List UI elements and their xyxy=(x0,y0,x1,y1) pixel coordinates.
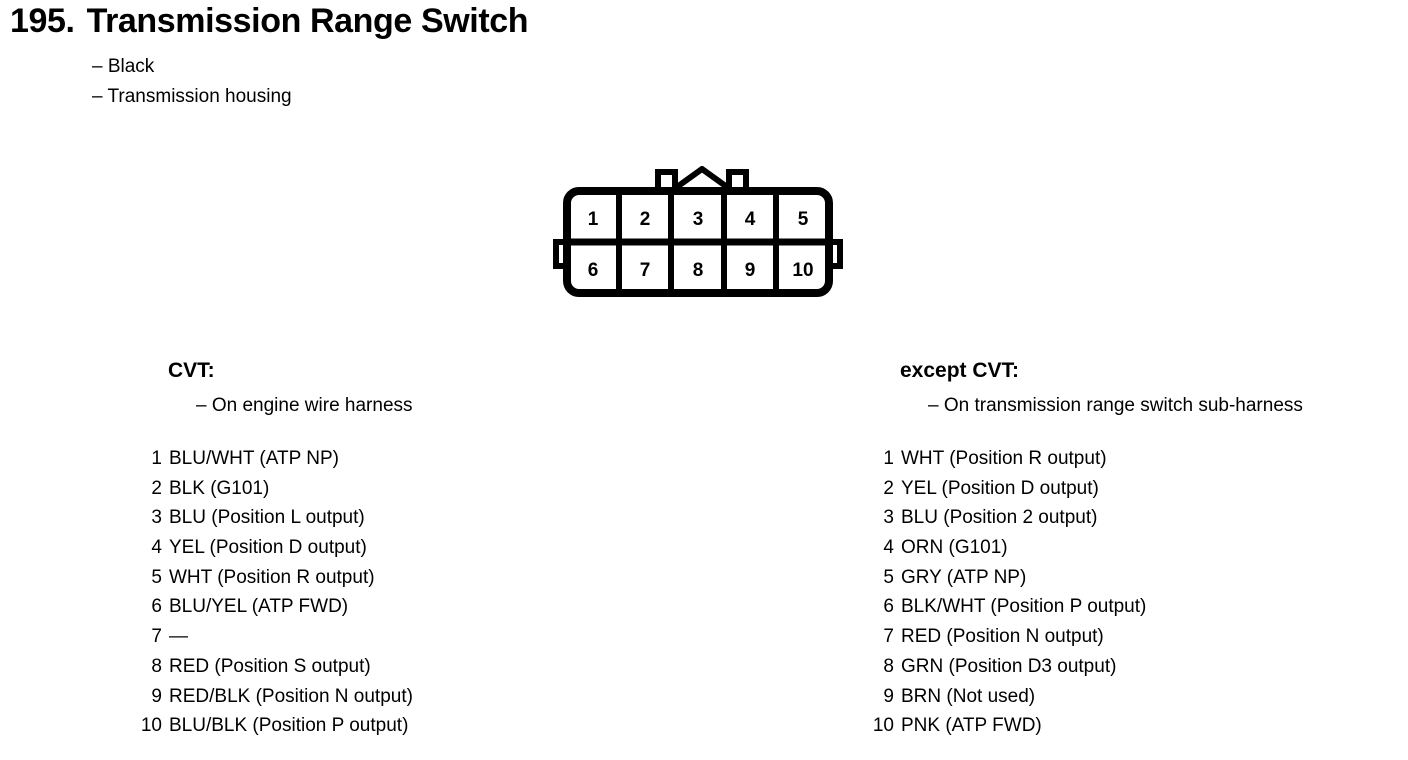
pin-description: BLK/WHT (Position P output) xyxy=(901,596,1147,618)
pin-number: 1 xyxy=(151,448,162,469)
connector-pin-2: 2 xyxy=(640,209,651,230)
pin-number: 3 xyxy=(151,507,162,529)
connector-pin-1: 1 xyxy=(588,209,599,230)
pin-description: BLU/WHT (ATP NP) xyxy=(169,448,339,469)
connector-diagram: 1 2 3 4 5 6 7 8 9 10 xyxy=(548,166,848,298)
pin-row: 2 YEL (Position D output) xyxy=(864,478,1303,508)
pin-number: 1 xyxy=(883,448,894,469)
pin-description: BRN (Not used) xyxy=(901,685,1036,707)
pin-number: 10 xyxy=(140,715,162,737)
pin-description: ORN (G101) xyxy=(901,537,1008,559)
connector-pin-8: 8 xyxy=(693,260,704,281)
pin-number: 8 xyxy=(883,655,894,677)
pin-row: 1 BLU/WHT (ATP NP) xyxy=(132,448,413,478)
pin-row: 3 BLU (Position L output) xyxy=(132,507,413,537)
pin-row: 9 BRN (Not used) xyxy=(864,686,1303,716)
pin-description: WHT (Position R output) xyxy=(169,566,375,588)
pin-description: BLU/YEL (ATP FWD) xyxy=(169,596,349,618)
pin-row: 1 WHT (Position R output) xyxy=(864,448,1303,478)
pin-row: 7— xyxy=(132,626,413,656)
connector-pin-10: 10 xyxy=(792,260,813,281)
pin-description: GRN (Position D3 output) xyxy=(901,655,1117,677)
pin-row: 6 BLU/YEL (ATP FWD) xyxy=(132,596,413,626)
pin-number: 2 xyxy=(151,477,162,499)
pin-description: — xyxy=(169,626,188,648)
pin-number: 3 xyxy=(883,507,894,529)
column-subtitle-except-cvt: – On transmission range switch sub-harne… xyxy=(928,395,1303,416)
pin-number: 7 xyxy=(151,626,162,648)
connector-pin-4: 4 xyxy=(745,209,756,230)
pin-description: RED/BLK (Position N output) xyxy=(169,685,413,707)
pin-number: 5 xyxy=(151,566,162,588)
pin-row: 7 RED (Position N output) xyxy=(864,626,1303,656)
pin-row: 4 YEL (Position D output) xyxy=(132,537,413,567)
pin-number: 6 xyxy=(883,596,894,618)
pin-number: 4 xyxy=(883,537,894,559)
header-notes: – Black – Transmission housing xyxy=(92,52,292,112)
connector-top-peak xyxy=(668,166,736,195)
header-note-1: – Transmission housing xyxy=(92,86,292,107)
pin-row: 5 GRY (ATP NP) xyxy=(864,567,1303,597)
pinout-column-cvt: CVT: – On engine wire harness 1 BLU/WHT (… xyxy=(141,358,413,745)
pin-description: GRY (ATP NP) xyxy=(901,566,1027,588)
pin-description: RED (Position N output) xyxy=(901,626,1104,648)
column-heading-except-cvt: except CVT: xyxy=(900,359,1020,382)
pin-description: BLK (G101) xyxy=(169,477,270,499)
pin-row: 6 BLK/WHT (Position P output) xyxy=(864,596,1303,626)
pin-row: 9 RED/BLK (Position N output) xyxy=(132,686,413,716)
pin-number: 5 xyxy=(883,566,894,588)
pin-description: BLU (Position L output) xyxy=(169,507,365,529)
pin-number: 6 xyxy=(151,596,162,618)
pin-row: 2 BLK (G101) xyxy=(132,478,413,508)
pin-description: BLU (Position 2 output) xyxy=(901,507,1098,529)
connector-pin-5: 5 xyxy=(798,209,809,230)
pin-row: 10 BLU/BLK (Position P output) xyxy=(132,715,413,745)
pin-row: 5 WHT (Position R output) xyxy=(132,567,413,597)
pin-number: 7 xyxy=(883,626,894,648)
pin-number: 2 xyxy=(883,477,894,499)
page-title-text: Transmission Range Switch xyxy=(86,2,529,40)
pin-list-cvt: 1 BLU/WHT (ATP NP) 2 BLK (G101) 3 BLU (Posi… xyxy=(132,448,413,745)
column-subtitle-cvt: – On engine wire harness xyxy=(196,395,413,416)
pin-number: 9 xyxy=(883,685,894,707)
connector-pin-3: 3 xyxy=(693,209,704,230)
connector-pin-6: 6 xyxy=(588,260,599,281)
pin-description: PNK (ATP FWD) xyxy=(901,715,1042,737)
pin-row: 4 ORN (G101) xyxy=(864,537,1303,567)
pin-description: YEL (Position D output) xyxy=(901,477,1099,499)
pin-number: 4 xyxy=(151,537,162,559)
pin-description: BLU/BLK (Position P output) xyxy=(169,715,409,737)
pin-row: 8 RED (Position S output) xyxy=(132,656,413,686)
pin-number: 10 xyxy=(872,715,894,737)
page-title-number: 195. xyxy=(10,2,75,40)
pin-description: RED (Position S output) xyxy=(169,655,371,677)
pin-row: 3 BLU (Position 2 output) xyxy=(864,507,1303,537)
pin-number: 8 xyxy=(151,655,162,677)
column-heading-cvt: CVT: xyxy=(168,359,215,382)
pin-row: 8 GRN (Position D3 output) xyxy=(864,656,1303,686)
pin-row: 10 PNK (ATP FWD) xyxy=(864,715,1303,745)
pinout-column-except-cvt: except CVT: – On transmission range swit… xyxy=(873,358,1303,745)
pin-description: WHT (Position R output) xyxy=(901,448,1107,469)
page-title: 195. Transmission Range Switch xyxy=(10,2,529,41)
pin-description: YEL (Position D output) xyxy=(169,537,367,559)
pin-list-except-cvt: 1 WHT (Position R output) 2 YEL (Position … xyxy=(864,448,1303,745)
pin-number: 9 xyxy=(151,685,162,707)
connector-pin-7: 7 xyxy=(640,260,651,281)
header-note-0: – Black xyxy=(92,56,155,77)
connector-pin-9: 9 xyxy=(745,260,756,281)
